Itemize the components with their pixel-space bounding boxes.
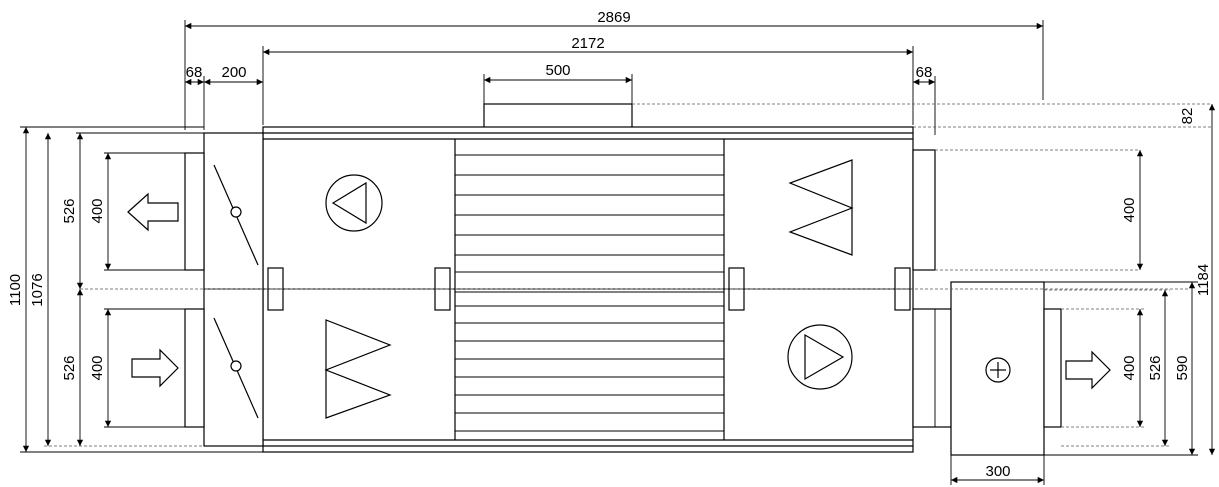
damper-blade-lower: [213, 317, 259, 419]
dim-label-unit-length: 2172: [571, 35, 604, 52]
damper-section: [203, 132, 264, 447]
left-duct-lower: [184, 308, 205, 428]
fan-icon-upper: [325, 174, 383, 232]
right-duct-upper: [912, 149, 936, 271]
heater-connection-duct: [912, 308, 952, 428]
dim-label-heater-width: 300: [985, 463, 1010, 480]
heater-outlet-flange: [1043, 308, 1062, 428]
heat-exchanger: [455, 154, 724, 432]
dim-label-lower-duct: 400: [89, 355, 106, 380]
dim-heater-width: 300: [950, 455, 1045, 485]
supply-arrow-right-icon: [1065, 350, 1111, 390]
filter-icon-upper: [788, 159, 854, 256]
damper-blade-upper: [213, 164, 259, 266]
dim-overall-height-right: 1184: [1195, 104, 1216, 455]
dim-right-upper-duct: 400: [1121, 150, 1144, 270]
intake-arrow-right-icon: [131, 348, 179, 388]
fan-icon-lower: [787, 324, 853, 390]
dim-label-lower-section: 526: [61, 355, 78, 380]
dim-label-right-upper-duct: 400: [1121, 197, 1138, 222]
dim-label-heater-duct: 400: [1121, 355, 1138, 380]
dim-label-top-outlet-height: 82: [1179, 108, 1196, 125]
dim-total-height: 1100: [7, 126, 263, 453]
dim-label-left-flange: 68: [186, 64, 203, 81]
dim-body-height: 1076: [29, 133, 204, 447]
left-duct-upper: [184, 152, 205, 271]
dim-lower-section: 526: [61, 289, 84, 446]
dim-label-overall-height-right: 1184: [1195, 264, 1212, 296]
dim-label-heater-height: 590: [1174, 355, 1191, 380]
filter-icon-lower: [324, 319, 392, 419]
heater-plus-icon: [985, 357, 1011, 383]
dim-label-upper-section: 526: [61, 198, 78, 223]
dim-unit-length: 2172: [262, 35, 914, 125]
dim-top-outlet: 500: [483, 62, 633, 104]
dim-left-damper: 200: [204, 64, 263, 86]
dim-label-upper-duct: 400: [89, 198, 106, 223]
dim-label-total-height: 1100: [7, 274, 24, 306]
dim-label-heater-section: 526: [1147, 355, 1164, 380]
dim-label-right-flange: 68: [916, 64, 933, 81]
dim-label-body-height: 1076: [29, 273, 46, 306]
dim-heater-duct: 400: [1121, 309, 1144, 427]
dim-upper-section: 526: [61, 132, 204, 289]
dim-label-overall-length: 2869: [597, 9, 630, 26]
exhaust-arrow-left-icon: [127, 192, 179, 232]
dim-heater-height: 590: [1044, 281, 1198, 456]
dim-label-top-outlet: 500: [545, 62, 570, 79]
dim-right-flange: 68: [913, 64, 936, 135]
dim-upper-duct: 400: [89, 152, 185, 271]
top-outlet: [483, 103, 633, 129]
dim-label-left-damper: 200: [221, 64, 246, 81]
dim-overall-length: 2869: [184, 9, 1044, 130]
dim-left-flange: 68: [185, 64, 205, 130]
dim-heater-section: 526: [1044, 289, 1170, 447]
dim-lower-duct: 400: [89, 308, 185, 428]
dim-top-outlet-height: 82: [1179, 108, 1196, 125]
